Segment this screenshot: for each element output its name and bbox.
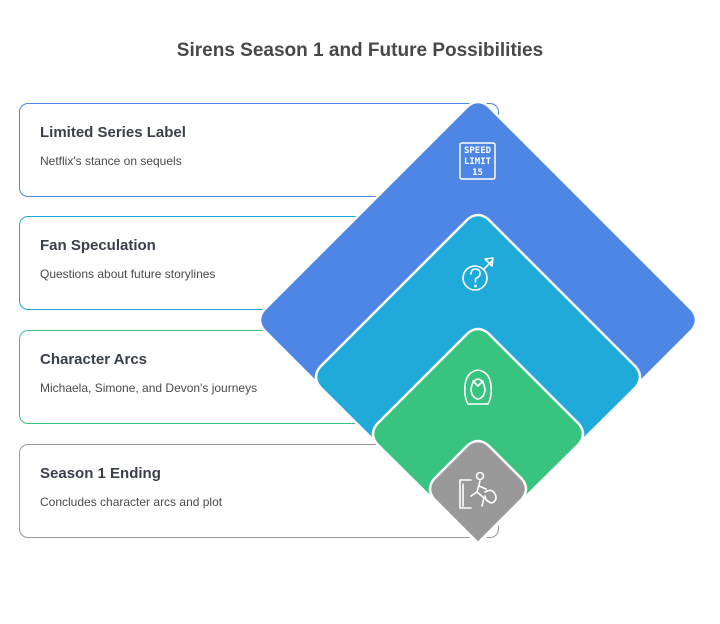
sign-text-line: LIMIT	[464, 157, 492, 167]
sign-text-line: 15	[472, 168, 483, 178]
layer-title: Fan Speculation	[40, 237, 156, 254]
layer-title: Season 1 Ending	[40, 465, 161, 482]
hooded-figure-icon	[464, 369, 492, 405]
layer-description: Concludes character arcs and plot	[40, 495, 223, 509]
question-mark-arrow-icon	[462, 257, 494, 291]
diagram-title: Sirens Season 1 and Future Possibilities	[176, 40, 544, 61]
speed-limit-sign-icon: SPEED LIMIT 15	[459, 142, 496, 180]
sign-text-line: SPEED	[464, 146, 492, 156]
diamond-character-arcs	[371, 327, 585, 546]
layer-title: Limited Series Label	[40, 124, 186, 141]
layer-description: Questions about future storylines	[40, 267, 216, 281]
layer-description: Netflix's stance on sequels	[40, 154, 182, 168]
exit-door-runner-icon	[459, 471, 497, 509]
layer-description: Michaela, Simone, and Devon's journeys	[40, 381, 258, 395]
layer-title: Character Arcs	[40, 351, 147, 368]
